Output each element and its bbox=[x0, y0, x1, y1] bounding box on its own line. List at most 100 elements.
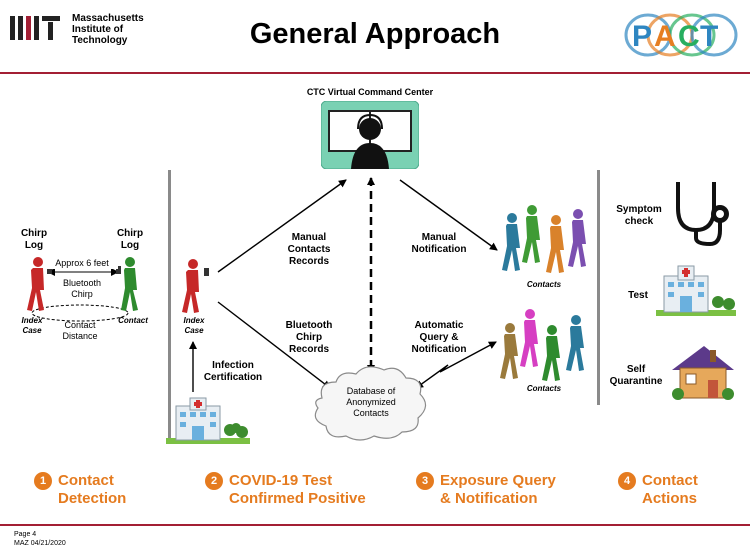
svg-text:P: P bbox=[632, 20, 652, 53]
manual-contacts-records-label: Manual Contacts Records bbox=[276, 232, 342, 268]
divider-left bbox=[168, 170, 171, 440]
database-l2: Anonymized bbox=[346, 397, 396, 407]
step-1-line-1: Contact bbox=[58, 472, 114, 489]
svg-text:C: C bbox=[678, 20, 700, 53]
index-case-left-label: Index Case bbox=[14, 316, 50, 336]
step-4-line-2: Actions bbox=[642, 490, 698, 507]
approx-distance-label: Approx 6 feet bbox=[46, 258, 118, 269]
manual-notification-l1: Manual bbox=[421, 232, 457, 243]
contacts-top-group bbox=[502, 205, 586, 273]
contact-label: Contact bbox=[118, 316, 148, 325]
step-2-label: COVID-19 Test Confirmed Positive bbox=[229, 472, 366, 508]
slide-title: General Approach bbox=[249, 18, 501, 50]
database-l1: Database of bbox=[346, 386, 396, 396]
contact-distance-ellipse bbox=[31, 304, 129, 322]
svg-text:T: T bbox=[700, 20, 718, 53]
bluetooth-chirp-label: Bluetooth Chirp bbox=[52, 278, 112, 300]
index-case-middle-label: Index Case bbox=[176, 316, 212, 336]
symptom-check-l1: Symptom bbox=[616, 204, 662, 215]
self-quarantine-l2: Quarantine bbox=[609, 376, 663, 387]
index-case-left-l2: Case bbox=[22, 326, 42, 335]
mit-line-1: Massachusetts bbox=[72, 13, 144, 24]
footer-page: Page 4 bbox=[14, 531, 37, 538]
bluetooth-chirp-records-label: Bluetooth Chirp Records bbox=[276, 320, 342, 356]
footer-ref: MAZ 04/21/2020 bbox=[14, 540, 66, 547]
manual-notification-label: Manual Notification bbox=[404, 232, 474, 256]
command-center-icon bbox=[321, 101, 419, 169]
infection-certification-l2: Certification bbox=[203, 372, 263, 383]
step-4-label: Contact Actions bbox=[642, 472, 698, 508]
manual-notification-l2: Notification bbox=[411, 244, 467, 255]
step-3-line-2: & Notification bbox=[440, 490, 538, 507]
chirp-log-right-l1: Chirp bbox=[116, 228, 144, 239]
step-1-line-2: Detection bbox=[58, 490, 127, 507]
stethoscope-icon bbox=[676, 182, 729, 247]
svg-text:A: A bbox=[654, 20, 676, 53]
contacts-bottom-label: Contacts bbox=[526, 384, 562, 393]
step-1-label: Contact Detection bbox=[58, 472, 126, 508]
hospital-icon-left bbox=[166, 397, 250, 444]
symptom-check-label: Symptom check bbox=[608, 204, 670, 228]
automatic-query-l3: Notification bbox=[411, 344, 467, 355]
database-cloud bbox=[314, 366, 427, 441]
manual-contacts-l1: Manual bbox=[291, 232, 327, 243]
chirp-log-left: Chirp Log bbox=[12, 228, 56, 252]
bluetooth-records-l1: Bluetooth bbox=[285, 320, 333, 331]
arrow-index-to-database bbox=[217, 301, 331, 389]
database-l3: Contacts bbox=[353, 408, 389, 418]
mit-line-2: Institute of bbox=[72, 24, 124, 35]
chirp-log-left-l2: Log bbox=[24, 240, 44, 251]
manual-contacts-l2: Contacts bbox=[287, 244, 331, 255]
step-3-line-1: Exposure Query bbox=[440, 472, 556, 489]
chirp-log-left-l1: Chirp bbox=[20, 228, 48, 239]
index-person-left bbox=[27, 257, 52, 311]
automatic-query-l1: Automatic bbox=[414, 320, 464, 331]
infection-certification-label: Infection Certification bbox=[196, 360, 270, 384]
bluetooth-records-l3: Records bbox=[288, 344, 329, 355]
mit-logo bbox=[10, 16, 60, 40]
symptom-check-l2: check bbox=[624, 216, 654, 227]
bluetooth-records-l2: Chirp bbox=[295, 332, 323, 343]
house-icon bbox=[672, 346, 734, 400]
test-label: Test bbox=[628, 290, 648, 301]
contact-distance-l1: Contact bbox=[64, 320, 96, 330]
index-case-middle-l2: Case bbox=[184, 326, 204, 335]
contact-distance-l2: Distance bbox=[62, 331, 98, 341]
step-3-number: 3 bbox=[416, 472, 434, 490]
automatic-query-label: Automatic Query & Notification bbox=[402, 320, 476, 356]
step-4-line-1: Contact bbox=[642, 472, 698, 489]
contacts-top-label: Contacts bbox=[526, 280, 562, 289]
self-quarantine-label: Self Quarantine bbox=[604, 364, 668, 388]
pact-logo: P A C T bbox=[624, 13, 738, 57]
index-person-middle bbox=[182, 259, 209, 313]
infection-certification-l1: Infection bbox=[212, 360, 254, 371]
arrow-index-to-command bbox=[217, 179, 347, 273]
divider-right bbox=[597, 170, 600, 405]
mit-line-3: Technology bbox=[72, 35, 128, 46]
step-3-label: Exposure Query & Notification bbox=[440, 472, 556, 508]
manual-contacts-l3: Records bbox=[288, 256, 329, 267]
footer-rule bbox=[0, 524, 750, 526]
contact-distance-label: Contact Distance bbox=[50, 320, 110, 342]
step-1-number: 1 bbox=[34, 472, 52, 490]
step-4-number: 4 bbox=[618, 472, 636, 490]
automatic-query-l2: Query & bbox=[419, 332, 459, 343]
step-2-line-2: Confirmed Positive bbox=[229, 490, 366, 507]
chirp-log-right: Chirp Log bbox=[108, 228, 152, 252]
index-case-middle-l1: Index bbox=[183, 316, 205, 325]
index-case-left-l1: Index bbox=[21, 316, 43, 325]
step-2-line-1: COVID-19 Test bbox=[229, 472, 333, 489]
bluetooth-chirp-l2: Chirp bbox=[71, 289, 93, 299]
hospital-icon-test bbox=[656, 265, 736, 316]
arrow-database-to-contacts bbox=[415, 341, 497, 389]
mit-wordmark: Massachusetts Institute of Technology bbox=[72, 13, 144, 46]
self-quarantine-l1: Self bbox=[626, 364, 646, 375]
chirp-log-right-l2: Log bbox=[120, 240, 140, 251]
contact-person bbox=[116, 257, 138, 311]
footer: Page 4 MAZ 04/21/2020 bbox=[14, 530, 66, 548]
database-label: Database of Anonymized Contacts bbox=[330, 386, 412, 419]
command-center-label: CTC Virtual Command Center bbox=[306, 87, 434, 97]
